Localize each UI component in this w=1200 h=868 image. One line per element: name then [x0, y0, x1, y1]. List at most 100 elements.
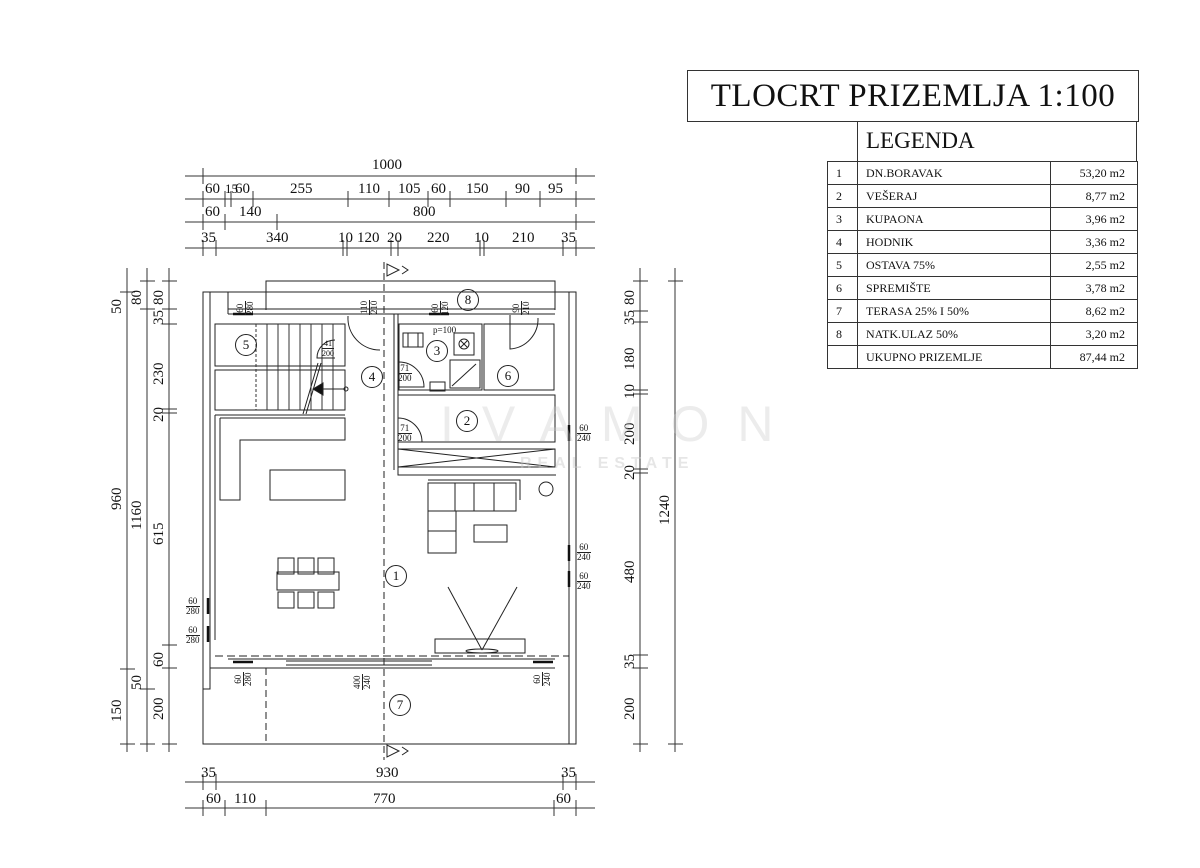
bath-note: p=100: [433, 325, 457, 335]
dim-left: 50: [109, 299, 125, 314]
dim-top: 35: [561, 230, 576, 246]
dim-bottom: 930: [376, 765, 399, 781]
dim-right: 200: [622, 697, 638, 721]
room-name: TERASA 25% I 50%: [857, 299, 1051, 323]
room-area: 3,78 m2: [1050, 276, 1138, 300]
dim-top: 340: [266, 230, 289, 246]
dim-left: 80: [151, 290, 167, 305]
dim-left: 200: [151, 697, 167, 721]
room-number-3: 3: [426, 340, 448, 362]
room-name: VEŠERAJ: [857, 184, 1051, 208]
room-name: DN.BORAVAK: [857, 161, 1051, 185]
dim-right: 80: [622, 290, 638, 305]
room-area: 53,20 m2: [1050, 161, 1138, 185]
dim-left: 230: [151, 362, 167, 386]
dim-top: 95: [548, 181, 563, 197]
room-area: 3,20 m2: [1050, 322, 1138, 346]
room-name: SPREMIŠTE: [857, 276, 1051, 300]
dim-bottom: 35: [561, 765, 576, 781]
room-area: 2,55 m2: [1050, 253, 1138, 277]
dim-right: 35: [622, 310, 638, 325]
dim-left: 80: [129, 290, 145, 305]
dim-left: 150: [109, 699, 125, 723]
dim-bottom: 110: [234, 791, 256, 807]
room-number-7: 7: [389, 694, 411, 716]
drawing-title: TLOCRT PRIZEMLJA 1:100: [687, 70, 1139, 122]
dim-right-total: 1240: [657, 495, 673, 525]
dim-left: 960: [109, 487, 125, 511]
dim-left: 20: [151, 407, 167, 422]
room-name: KUPAONA: [857, 207, 1051, 231]
dim-top: 15: [225, 181, 238, 196]
dim-left: 615: [151, 522, 167, 546]
total-area: 87,44 m2: [1050, 345, 1138, 369]
room-area: 3,96 m2: [1050, 207, 1138, 231]
dim-top: 110: [358, 181, 380, 197]
dim-top: 60: [205, 204, 220, 220]
total-label: UKUPNO PRIZEMLJE: [857, 345, 1051, 369]
dim-top: 105: [398, 181, 421, 197]
dim-right: 480: [622, 560, 638, 584]
room-number-1: 1: [385, 565, 407, 587]
dim-top: 140: [239, 204, 262, 220]
dim-bottom: 60: [206, 791, 221, 807]
room-area: 8,77 m2: [1050, 184, 1138, 208]
dim-top: 60: [431, 181, 446, 197]
room-area: 8,62 m2: [1050, 299, 1138, 323]
room-number-4: 4: [361, 366, 383, 388]
dim-bottom: 60: [556, 791, 571, 807]
dim-left: 1160: [129, 500, 145, 530]
dim-top: 35: [201, 230, 216, 246]
dim-top: 150: [466, 181, 489, 197]
dim-top: 210: [512, 230, 535, 246]
dim-top: 20: [387, 230, 402, 246]
room-area: 3,36 m2: [1050, 230, 1138, 254]
bottom-dimension-lines: [185, 774, 595, 816]
dim-left: 50: [129, 675, 145, 690]
dim-top: 220: [427, 230, 450, 246]
watermark-subtitle: REAL ESTATE: [520, 455, 695, 472]
dim-right: 35: [622, 654, 638, 669]
dim-top-total: 1000: [372, 157, 402, 173]
room-name: NATK.ULAZ 50%: [857, 322, 1051, 346]
dim-top: 120: [357, 230, 380, 246]
legend-heading: LEGENDA: [857, 121, 1137, 161]
dim-top: 10: [338, 230, 353, 246]
room-name: OSTAVA 75%: [857, 253, 1051, 277]
room-number-6: 6: [497, 365, 519, 387]
room-number-2: 2: [456, 410, 478, 432]
dim-top: 255: [290, 181, 313, 197]
dim-bottom: 35: [201, 765, 216, 781]
dim-right: 180: [622, 347, 638, 371]
room-number-5: 5: [235, 334, 257, 356]
dim-top: 10: [474, 230, 489, 246]
dim-left: 60: [151, 652, 167, 667]
dim-top: 60: [235, 181, 250, 197]
watermark-brand: IVAMON: [440, 396, 802, 452]
dim-left: 35: [151, 310, 167, 325]
dim-top: 60: [205, 181, 220, 197]
room-name: HODNIK: [857, 230, 1051, 254]
